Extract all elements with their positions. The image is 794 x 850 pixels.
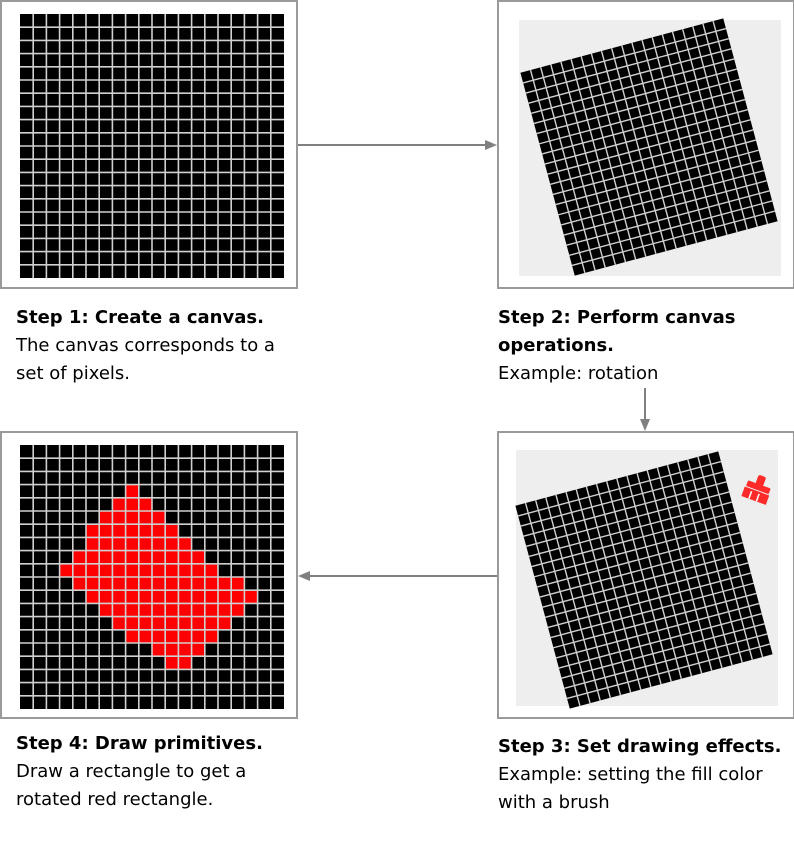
step4-title: Step 4: Draw primitives. [16, 733, 263, 754]
step2-title: Step 2: Perform canvas operations. [498, 307, 736, 356]
arrow-step2-to-step3 [640, 388, 650, 431]
step2-caption: Step 2: Perform canvas operations. Examp… [498, 304, 778, 388]
step2-rotated-canvas [519, 18, 781, 276]
step2-description: Example: rotation [498, 363, 659, 384]
step1-description: The canvas corresponds to a set of pixel… [16, 335, 275, 384]
step1-caption: Step 1: Create a canvas. The canvas corr… [16, 304, 306, 388]
step3-panel [497, 431, 794, 719]
brush-icon [741, 475, 771, 505]
step4-panel [0, 431, 298, 719]
step4-description: Draw a rectangle to get a rotated red re… [16, 761, 247, 810]
step3-title: Step 3: Set drawing effects. [498, 736, 782, 757]
step1-pixel-canvas [20, 14, 284, 278]
step4-caption: Step 4: Draw primitives. Draw a rectangl… [16, 730, 306, 814]
step3-description: Example: setting the fill color with a b… [498, 764, 763, 813]
step4-pixel-canvas [20, 445, 284, 709]
step1-panel [0, 0, 298, 289]
step3-rotated-canvas [515, 450, 778, 709]
arrow-step3-to-step4 [298, 571, 497, 581]
step3-caption: Step 3: Set drawing effects. Example: se… [498, 733, 788, 817]
step2-panel [497, 0, 794, 289]
step1-title: Step 1: Create a canvas. [16, 307, 264, 328]
arrow-step1-to-step2 [298, 140, 497, 150]
